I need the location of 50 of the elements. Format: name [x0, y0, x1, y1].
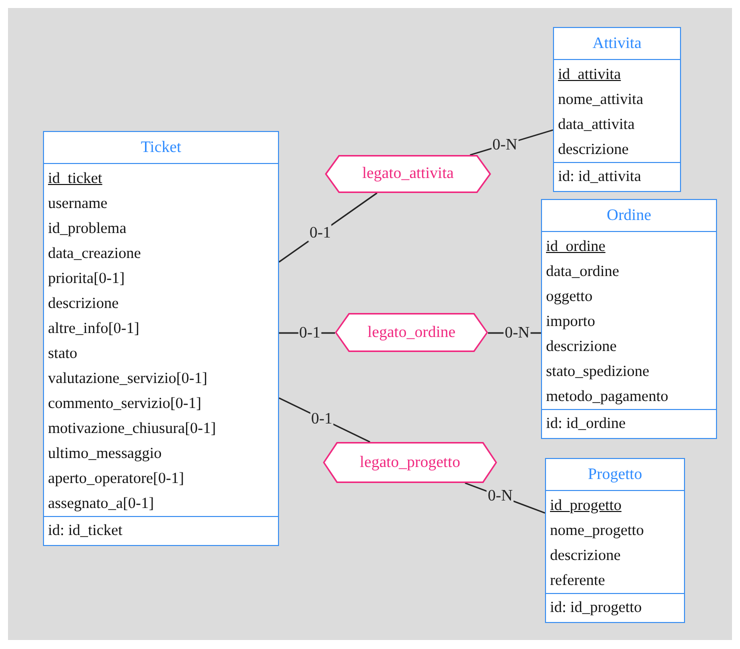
relationship-name: legato_attivita: [362, 165, 454, 183]
primary-key-attribute: id_ticket: [48, 169, 102, 189]
connector-line: [278, 192, 378, 263]
attribute-name: metodo_pagamento: [546, 387, 668, 407]
identifier-label: id: id_attivita: [558, 168, 642, 185]
cardinality-label: 0-N: [491, 136, 518, 153]
attribute-name: valutazione_servizio[0-1]: [48, 369, 208, 389]
attribute-name: data_attivita: [558, 115, 635, 135]
entity-table: [553, 27, 681, 192]
primary-key-attribute: id_attivita: [558, 65, 621, 85]
attribute-name: motivazione_chiusura[0-1]: [48, 419, 216, 439]
attribute-name: commento_servizio[0-1]: [48, 394, 202, 414]
attribute-name: descrizione: [558, 140, 629, 160]
attribute-name: data_ordine: [546, 262, 620, 282]
entity-name: Ordine: [606, 207, 652, 224]
entity-table: [43, 131, 279, 546]
identifier-label: id: id_progetto: [550, 599, 642, 616]
attribute-name: data_creazione: [48, 244, 141, 264]
identifier-label: id: id_ordine: [546, 415, 626, 432]
entity-table: [541, 199, 717, 439]
entity-table: [545, 458, 685, 623]
attribute-name: oggetto: [546, 287, 592, 307]
primary-key-attribute: id_progetto: [550, 496, 622, 516]
attribute-name: descrizione: [546, 337, 617, 357]
entity-name: Ticket: [140, 139, 182, 156]
relationship-name: legato_progetto: [360, 454, 460, 472]
cardinality-label: 0-1: [310, 410, 334, 428]
attribute-name: nome_attivita: [558, 90, 644, 110]
attribute-name: stato_spedizione: [546, 362, 650, 382]
attribute-name: username: [48, 194, 108, 214]
attribute-name: descrizione: [48, 294, 119, 314]
attribute-name: ultimo_messaggio: [48, 444, 162, 464]
attribute-name: stato: [48, 344, 78, 364]
cardinality-label: 0-1: [308, 224, 332, 242]
attribute-name: importo: [546, 312, 596, 332]
attribute-name: id_problema: [48, 219, 126, 239]
entity-name: Progetto: [588, 466, 642, 483]
attribute-name: nome_progetto: [550, 521, 644, 541]
cardinality-label: 0-N: [486, 488, 514, 505]
primary-key-attribute: id_ordine: [546, 237, 606, 257]
attribute-name: aperto_operatore[0-1]: [48, 469, 184, 489]
attribute-name: altre_info[0-1]: [48, 319, 140, 339]
entity-name: Attivita: [592, 35, 642, 52]
connector-line: [278, 397, 370, 443]
attribute-name: assegnato_a[0-1]: [48, 494, 154, 514]
relationship-name: legato_ordine: [368, 324, 456, 342]
attribute-name: priorita[0-1]: [48, 269, 125, 289]
attribute-name: referente: [550, 571, 606, 591]
attribute-name: descrizione: [550, 546, 621, 566]
identifier-label: id: id_ticket: [48, 522, 122, 539]
